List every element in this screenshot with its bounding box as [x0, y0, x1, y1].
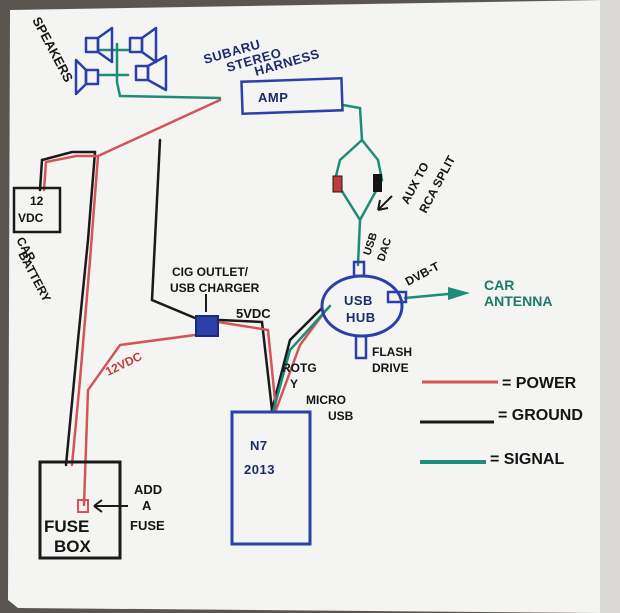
flash-drive-label-2: DRIVE	[372, 361, 409, 375]
usb-hub-label-1: USB	[344, 293, 373, 308]
board-edge-right	[600, 0, 620, 613]
flash-drive-label-1: FLASH	[372, 345, 412, 359]
micro-usb-label-1: MICRO	[306, 393, 346, 407]
fuse-box-label-2: BOX	[54, 537, 92, 556]
car-antenna-label-1: CAR	[484, 277, 514, 293]
amp-box	[240, 76, 344, 116]
flash-drive-plug	[354, 334, 368, 360]
five-vdc-label: 5VDC	[236, 306, 271, 321]
cig-outlet-label-1: CIG OUTLET/	[172, 265, 249, 279]
antenna-arrowhead	[448, 287, 470, 300]
amp-label: AMP	[258, 90, 288, 105]
aux-split-pointer	[377, 195, 393, 211]
legend-label-power: = POWER	[502, 375, 577, 392]
ground-wires	[38, 138, 324, 467]
add-fuse-pointer	[93, 499, 128, 513]
add-fuse-label-3: FUSE	[130, 518, 165, 533]
fuse-box	[38, 460, 122, 560]
legend-label-ground: = GROUND	[498, 407, 583, 424]
micro-usb-label-2: USB	[328, 409, 354, 423]
usb-hub-label-2: HUB	[346, 310, 376, 325]
tablet-box	[230, 410, 312, 546]
tablet-label-2: 2013	[244, 462, 275, 477]
legend-label-signal: = SIGNAL	[490, 451, 564, 468]
fuse-icon	[77, 499, 89, 513]
speakers-icon	[74, 26, 168, 96]
car-battery-box	[12, 186, 62, 234]
legend: = POWER = GROUND = SIGNAL	[420, 375, 583, 468]
rotg-label-1: ROTG	[282, 361, 317, 375]
signal-wires	[98, 42, 450, 414]
add-fuse-label-2: A	[142, 498, 152, 513]
rca-plug-red	[332, 175, 343, 193]
cig-outlet-plug	[195, 315, 219, 337]
cig-outlet-label-2: USB CHARGER	[170, 281, 260, 295]
car-antenna-label-2: ANTENNA	[484, 293, 552, 309]
whiteboard-surface	[8, 0, 620, 613]
add-fuse-label-1: ADD	[134, 482, 162, 497]
battery-volts-label-1: 12	[30, 194, 44, 208]
tablet-label-1: N7	[250, 438, 268, 453]
power-wires	[42, 98, 328, 507]
battery-volts-label-2: VDC	[18, 211, 44, 225]
rotg-label-2: Y	[290, 377, 298, 391]
fuse-box-label-1: FUSE	[44, 517, 89, 536]
rca-plug-black	[373, 174, 382, 192]
dvb-t-plug	[386, 290, 408, 304]
